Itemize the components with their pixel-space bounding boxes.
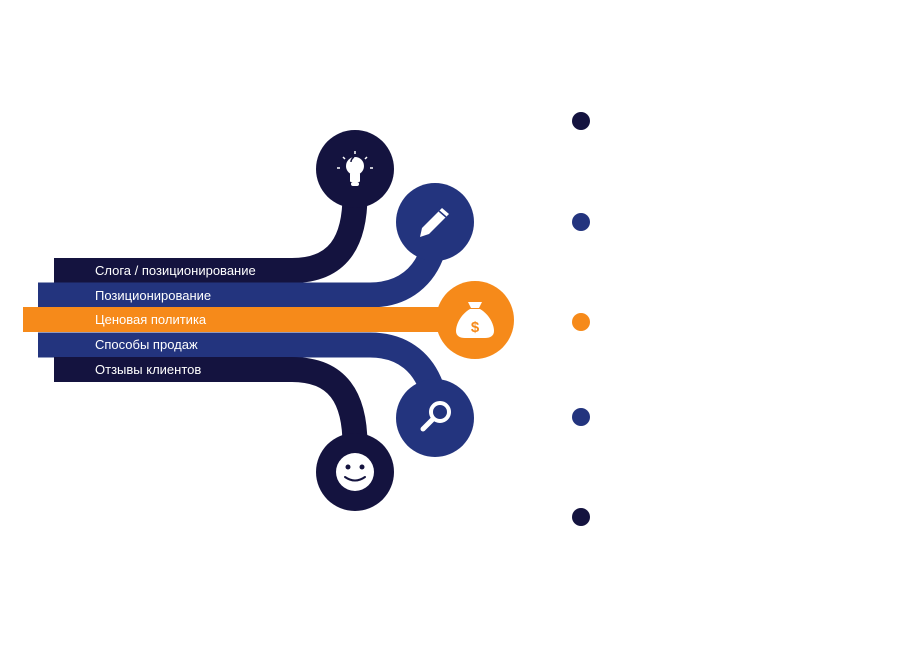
branch-1: [54, 130, 394, 283]
branch-3: $: [23, 281, 514, 359]
branch-3-band: [23, 307, 453, 332]
branch-4: [38, 332, 474, 457]
bullet-dot-3: [572, 313, 590, 331]
pencil-icon: [420, 208, 449, 237]
branch-5-band: [54, 357, 368, 446]
money-bag-icon: $: [456, 302, 494, 338]
branch-2-label: Позиционирование: [95, 288, 212, 303]
branch-5-label: Отзывы клиентов: [95, 362, 202, 377]
branch-4-label: Способы продаж: [95, 337, 198, 352]
bullet-dot-4: [572, 408, 590, 426]
bullet-dot-2: [572, 213, 590, 231]
bullet-dot-5: [572, 508, 590, 526]
smile-icon: [336, 453, 374, 491]
branch-5: [54, 357, 394, 511]
lightbulb-icon: [337, 151, 373, 186]
bullet-dot-1: [572, 112, 590, 130]
branch-1-label: Слога / позиционирование: [95, 263, 256, 278]
branch-1-band: [54, 194, 368, 283]
branch-2: [38, 183, 474, 308]
branch-3-label: Ценовая политика: [95, 312, 207, 327]
search-icon: [420, 401, 451, 432]
dollar-sign: $: [471, 319, 480, 336]
